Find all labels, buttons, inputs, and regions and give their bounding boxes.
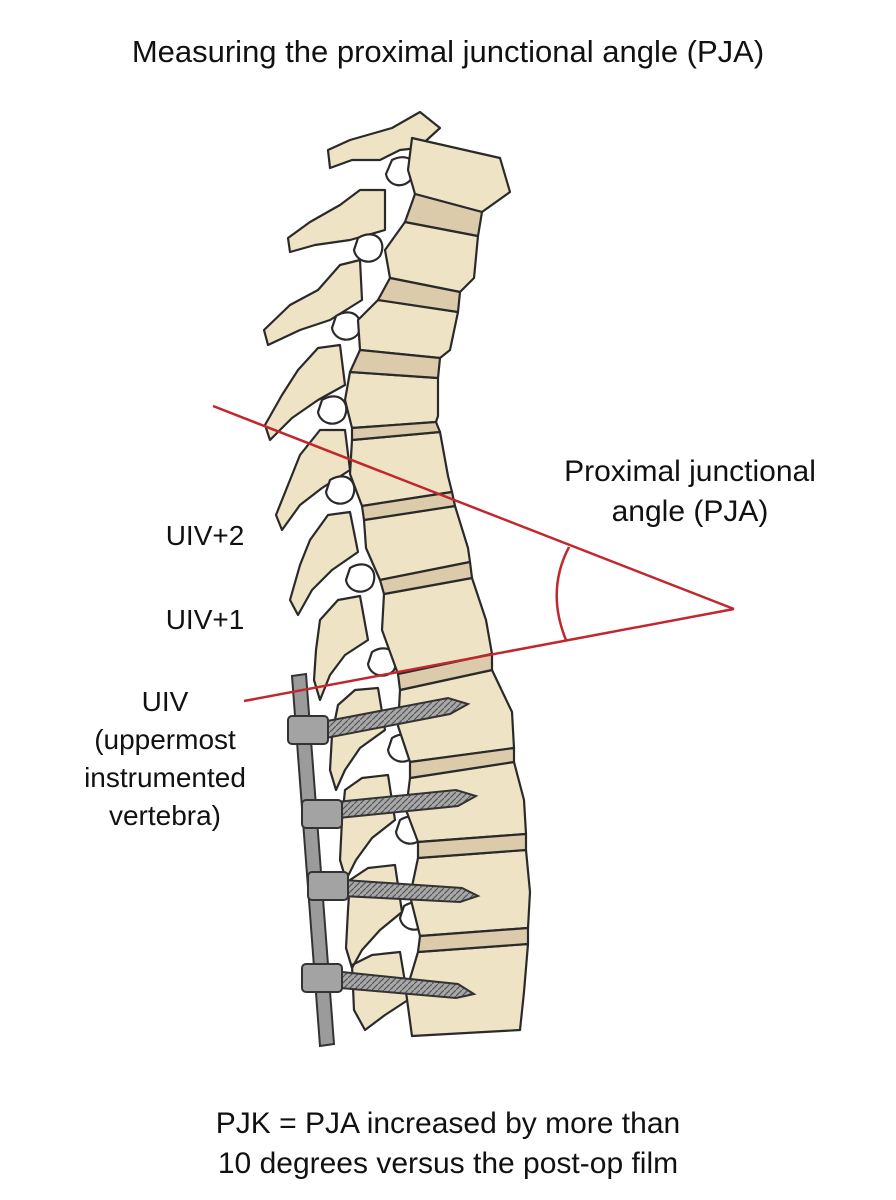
disc xyxy=(408,746,516,780)
disc xyxy=(376,276,462,314)
uiv-label-line2: (uppermost xyxy=(94,724,236,755)
disc xyxy=(360,490,457,522)
pja-label: Proximal junctional angle (PJA) xyxy=(520,452,860,532)
footer-line1: PJK = PJA increased by more than xyxy=(215,1107,681,1140)
pedicle-screw xyxy=(307,871,481,904)
neural-foramina xyxy=(316,156,430,931)
instrumentation xyxy=(287,672,481,1048)
footer-line2: 10 degrees versus the post-op film xyxy=(217,1147,679,1180)
angle-arc xyxy=(555,546,571,641)
disc xyxy=(416,832,528,860)
uiv-label-line1: UIV xyxy=(141,686,189,717)
posterior-elements xyxy=(262,110,442,1032)
uiv-plus2-label: UIV+2 xyxy=(165,520,245,551)
uiv-label: UIV (uppermost instrumented vertebra) xyxy=(50,683,280,835)
pja-label-line2: angle (PJA) xyxy=(611,495,769,528)
uiv-plus1-label: UIV+1 xyxy=(165,604,245,635)
disc xyxy=(348,348,442,380)
pedicle-screw xyxy=(301,963,477,1000)
pja-measurement xyxy=(212,404,735,703)
pedicle-screw xyxy=(301,788,479,829)
pedicle-screw xyxy=(287,696,471,745)
rod xyxy=(290,672,336,1048)
vertebral-column xyxy=(262,110,532,1038)
vertebral-body xyxy=(343,370,440,430)
disc xyxy=(378,560,474,596)
lower-endplate-line xyxy=(243,607,735,703)
footer-note: PJK = PJA increased by more than 10 degr… xyxy=(0,1104,896,1184)
intervertebral-discs xyxy=(348,192,530,954)
figure-title: Measuring the proximal junctional angle … xyxy=(131,34,765,69)
uiv-label-line3: instrumented xyxy=(84,762,246,793)
disc xyxy=(416,926,530,954)
pja-label-line1: Proximal junctional xyxy=(564,455,816,488)
uiv-label-line4: vertebra) xyxy=(108,800,222,831)
upper-endplate-line xyxy=(212,404,735,611)
disc xyxy=(403,192,484,238)
disc xyxy=(350,420,442,442)
